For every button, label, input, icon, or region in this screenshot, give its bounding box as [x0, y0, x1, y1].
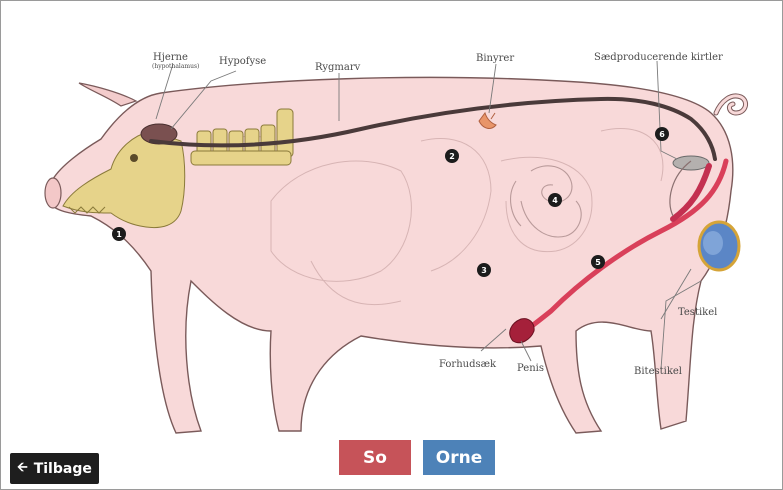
marker-3-number: 3	[481, 266, 487, 275]
pig-ear	[79, 83, 136, 106]
marker-2[interactable]: 2	[445, 149, 459, 163]
label-saedproducerende-kirtler: Sædproducerende kirtler	[594, 52, 723, 63]
marker-2-number: 2	[449, 152, 455, 161]
arrow-left-icon: 🡨	[17, 458, 28, 480]
back-button-label: Tilbage	[34, 461, 92, 477]
so-button-label: So	[363, 448, 387, 468]
marker-6[interactable]: 6	[655, 127, 669, 141]
label-forhudsaek: Forhudsæk	[439, 359, 497, 370]
pig-snout	[45, 178, 61, 208]
marker-3[interactable]: 3	[477, 263, 491, 277]
label-rygmarv: Rygmarv	[315, 62, 361, 73]
marker-1[interactable]: 1	[112, 227, 126, 241]
back-button[interactable]: 🡨 Tilbage	[10, 453, 99, 484]
orne-button[interactable]: Orne	[423, 440, 495, 475]
marker-5-number: 5	[595, 258, 601, 267]
marker-4-number: 4	[552, 196, 558, 205]
label-hypothalamus: (hypothalamus)	[152, 63, 199, 70]
marker-5[interactable]: 5	[591, 255, 605, 269]
label-hypofyse: Hypofyse	[219, 56, 266, 67]
label-testikel: Testikel	[678, 307, 717, 318]
label-hjerne: Hjerne	[153, 52, 188, 63]
accessory-gland	[673, 156, 709, 170]
marker-1-number: 1	[116, 230, 122, 239]
so-button[interactable]: So	[339, 440, 411, 475]
label-penis: Penis	[517, 363, 544, 374]
label-bitestikel: Bitestikel	[634, 366, 682, 377]
orne-button-label: Orne	[436, 448, 482, 468]
label-binyrer: Binyrer	[476, 53, 514, 64]
marker-6-number: 6	[659, 130, 665, 139]
marker-4[interactable]: 4	[548, 193, 562, 207]
